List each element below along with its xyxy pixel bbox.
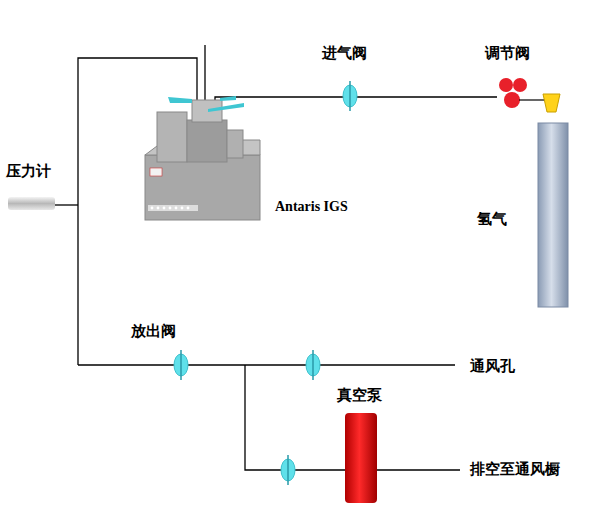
hydrogen-cylinder	[538, 123, 568, 307]
vent-valve	[306, 350, 320, 380]
pipe	[55, 45, 497, 470]
valve-label: 放出阀	[131, 322, 176, 340]
valve-label: 进气阀	[322, 44, 367, 62]
instrument-label: Antaris IGS	[275, 199, 348, 216]
pressure-gauge	[8, 197, 55, 210]
gauge-label: 压力计	[6, 162, 51, 180]
vacuum-pump	[345, 413, 377, 503]
valve-label: 调节阀	[485, 44, 530, 62]
pump-valve	[281, 455, 295, 485]
cylinder-nozzle	[543, 94, 560, 112]
outlet-label: 通风孔	[470, 357, 515, 375]
inlet-valve	[343, 81, 357, 111]
outlet-label: 排空至通风橱	[470, 460, 560, 478]
antaris-igs-instrument	[145, 96, 260, 220]
regulator-valve	[499, 78, 527, 108]
release-valve	[174, 350, 188, 380]
cylinder-label: 氢气	[477, 210, 507, 228]
pump-label: 真空泵	[337, 386, 382, 404]
